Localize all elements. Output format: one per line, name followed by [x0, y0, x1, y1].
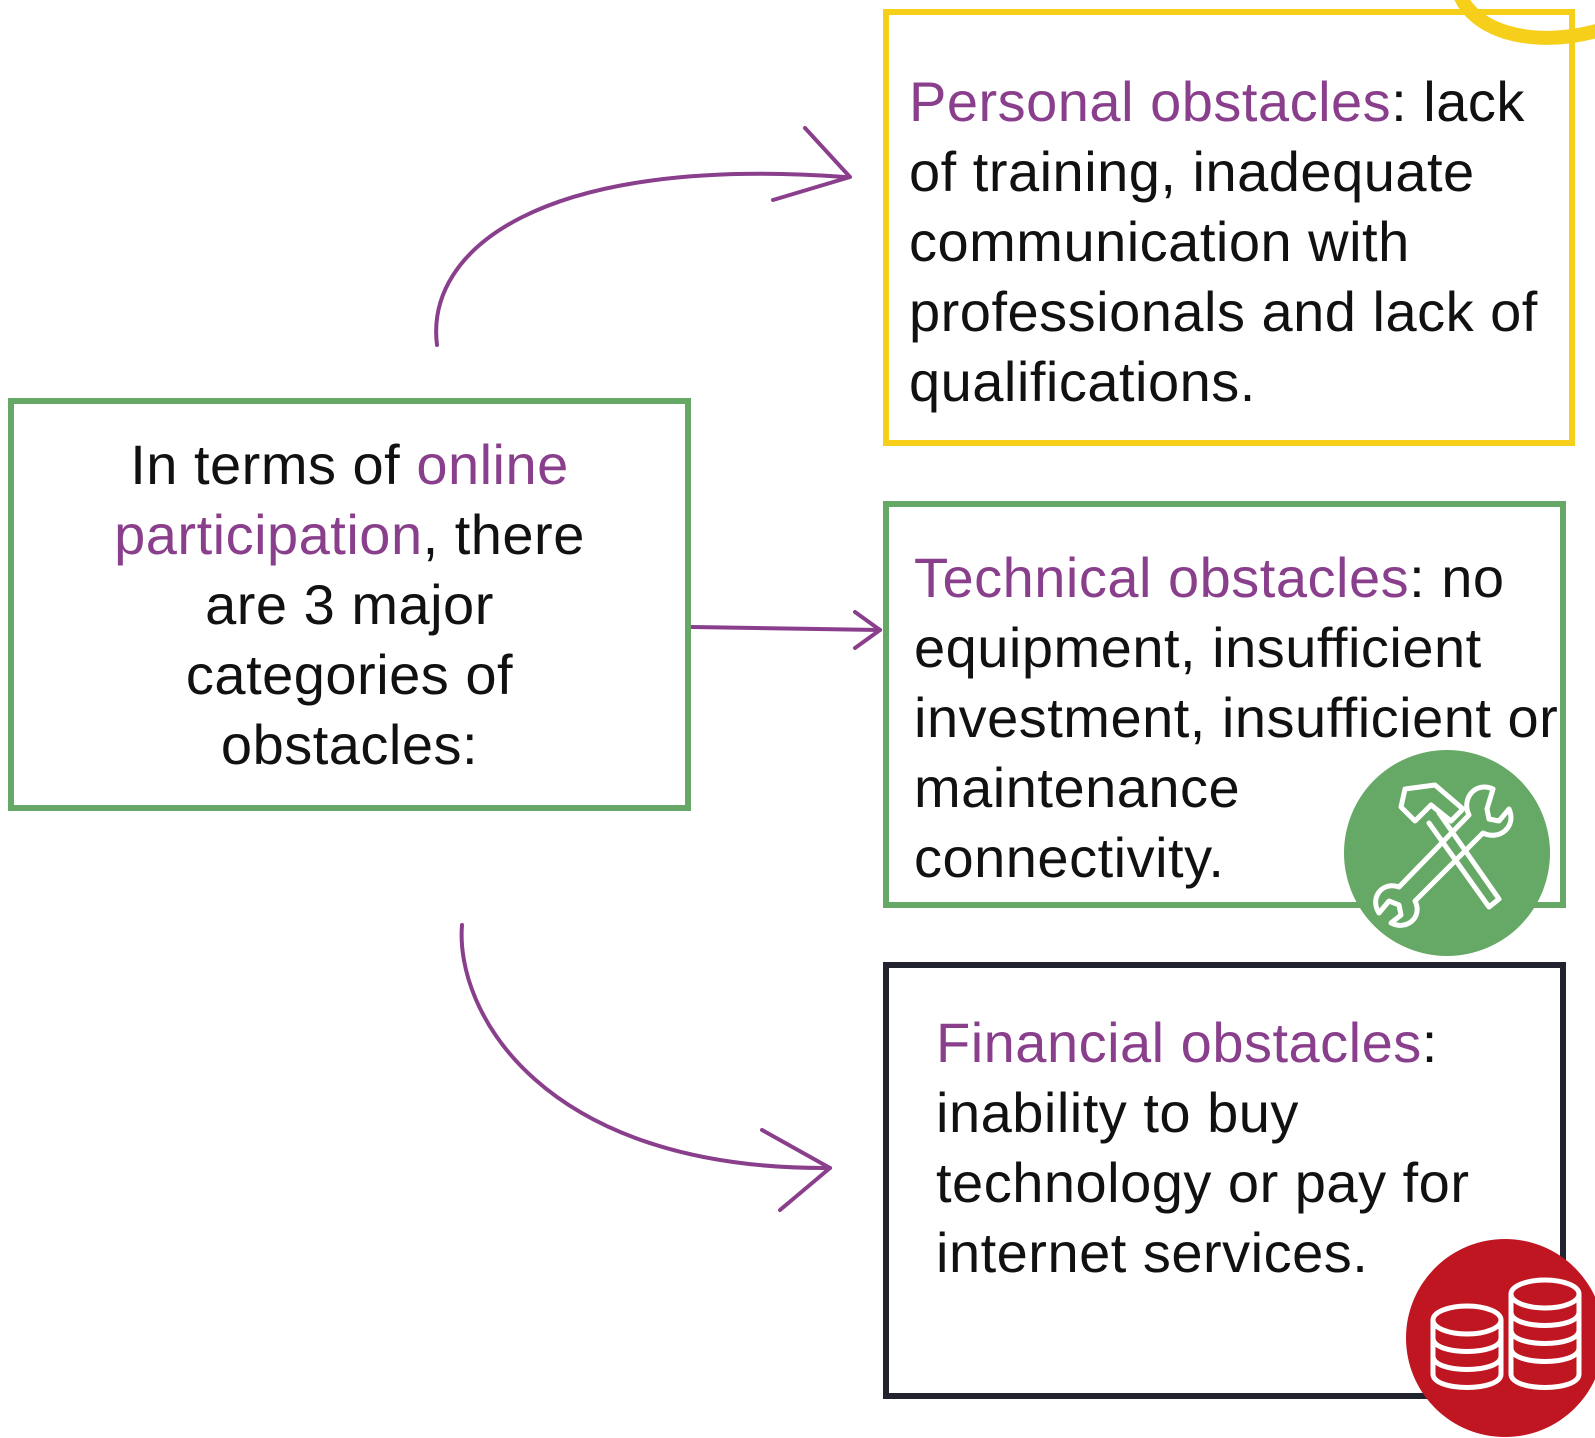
intro-text: In terms of online participation, there …	[114, 432, 585, 776]
technical-obstacles-description: : no equipment, insufficient investment,…	[914, 546, 1559, 889]
intro-highlight: online participation	[114, 432, 569, 566]
personal-obstacles-text: Personal obstacles: lack of training, in…	[909, 67, 1574, 417]
financial-obstacles-title: Financial obstacles	[936, 1011, 1422, 1074]
arrow-to-personal	[434, 171, 847, 347]
technical-obstacles-text: Technical obstacles: no equipment, insuf…	[914, 543, 1564, 893]
financial-obstacles-box: Financial obstacles: inability to buy te…	[883, 962, 1566, 1399]
hammer-wrench-icon	[1344, 750, 1550, 956]
arrowhead-financial	[760, 1128, 832, 1212]
technical-obstacles-title: Technical obstacles	[914, 546, 1410, 609]
personal-obstacles-box: Personal obstacles: lack of training, in…	[883, 9, 1575, 446]
arrow-to-financial	[459, 923, 832, 1171]
financial-obstacles-text: Financial obstacles: inability to buy te…	[936, 1008, 1536, 1288]
financial-obstacles-description: : inability to buy technology or pay for…	[936, 1011, 1470, 1284]
yellow-arc-decoration	[1454, 0, 1595, 45]
coins-icon	[1406, 1239, 1595, 1437]
arrowhead-personal	[771, 126, 852, 202]
arrowhead-technical	[853, 610, 882, 650]
arrow-to-technical	[690, 625, 882, 632]
intro-box: In terms of online participation, there …	[8, 398, 691, 811]
personal-obstacles-description: : lack of training, inadequate communica…	[909, 70, 1538, 413]
personal-obstacles-title: Personal obstacles	[909, 70, 1392, 133]
technical-obstacles-box: Technical obstacles: no equipment, insuf…	[883, 501, 1566, 908]
